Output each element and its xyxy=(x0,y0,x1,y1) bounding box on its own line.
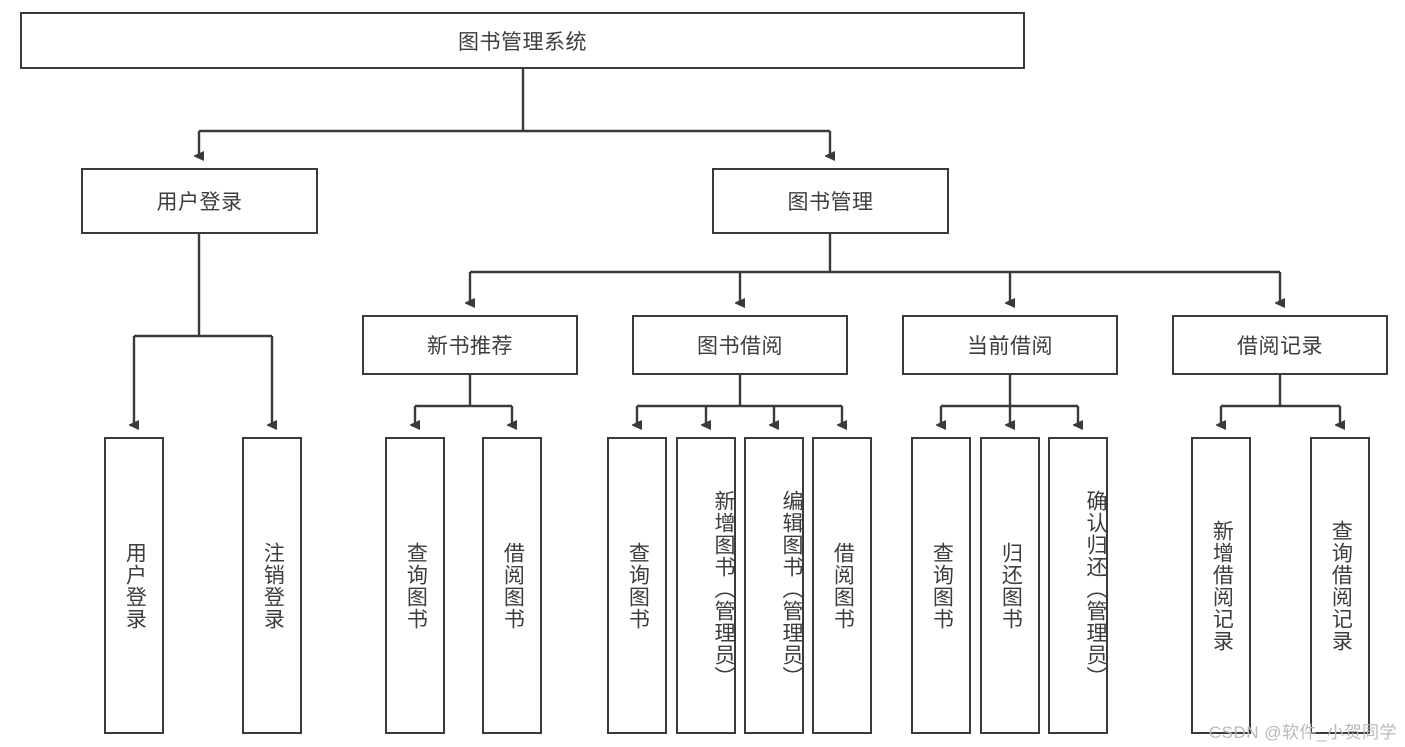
node-book-borrow[interactable]: 图书借阅 xyxy=(632,315,848,375)
node-label: 新增借阅记录 xyxy=(1210,519,1234,652)
node-root-book-management-system[interactable]: 图书管理系统 xyxy=(20,12,1025,69)
node-label: 图书借阅 xyxy=(697,335,783,358)
node-label: 新书推荐 xyxy=(427,335,513,358)
node-current-borrow[interactable]: 当前借阅 xyxy=(902,315,1118,375)
node-label: 图书管理 xyxy=(787,191,874,214)
node-book-management[interactable]: 图书管理 xyxy=(712,168,949,234)
leaf-query-borrow-record[interactable]: 查询借阅记录 xyxy=(1310,437,1370,734)
node-new-book-recommend[interactable]: 新书推荐 xyxy=(362,315,578,375)
leaf-borrow-book[interactable]: 借阅图书 xyxy=(812,437,872,734)
leaf-borrow-book-recommend[interactable]: 借阅图书 xyxy=(482,437,542,734)
leaf-logout[interactable]: 注销登录 xyxy=(242,437,302,734)
node-label: 借阅图书 xyxy=(501,541,525,630)
node-label: 查询图书 xyxy=(626,541,650,630)
node-label: 借阅记录 xyxy=(1237,335,1323,358)
node-user-login[interactable]: 用户登录 xyxy=(81,168,318,234)
node-label: 用户登录 xyxy=(123,541,147,630)
node-label: 用户登录 xyxy=(156,191,243,214)
node-label: 确认归还（管理员） xyxy=(1084,489,1107,688)
node-label: 注销登录 xyxy=(261,541,285,630)
leaf-return-book[interactable]: 归还图书 xyxy=(980,437,1040,734)
leaf-add-borrow-record[interactable]: 新增借阅记录 xyxy=(1191,437,1251,734)
leaf-confirm-return-admin[interactable]: 确认归还（管理员） xyxy=(1048,437,1108,734)
leaf-add-book-admin[interactable]: 新增图书（管理员） xyxy=(676,437,736,734)
leaf-query-book-recommend[interactable]: 查询图书 xyxy=(385,437,445,734)
node-borrow-record[interactable]: 借阅记录 xyxy=(1172,315,1388,375)
node-label: 归还图书 xyxy=(999,541,1023,630)
leaf-edit-book-admin[interactable]: 编辑图书（管理员） xyxy=(744,437,804,734)
node-label: 当前借阅 xyxy=(967,335,1053,358)
node-label: 查询图书 xyxy=(404,541,428,630)
node-label: 查询借阅记录 xyxy=(1329,519,1353,652)
leaf-query-book-current[interactable]: 查询图书 xyxy=(911,437,971,734)
node-label: 查询图书 xyxy=(930,541,954,630)
leaf-user-login[interactable]: 用户登录 xyxy=(104,437,164,734)
node-label: 新增图书（管理员） xyxy=(712,489,735,688)
node-label: 图书管理系统 xyxy=(458,30,587,54)
node-label: 编辑图书（管理员） xyxy=(780,489,803,688)
leaf-query-book-borrow[interactable]: 查询图书 xyxy=(607,437,667,734)
node-label: 借阅图书 xyxy=(831,541,855,630)
watermark-text: CSDN @软件_小贺同学 xyxy=(1208,723,1397,742)
